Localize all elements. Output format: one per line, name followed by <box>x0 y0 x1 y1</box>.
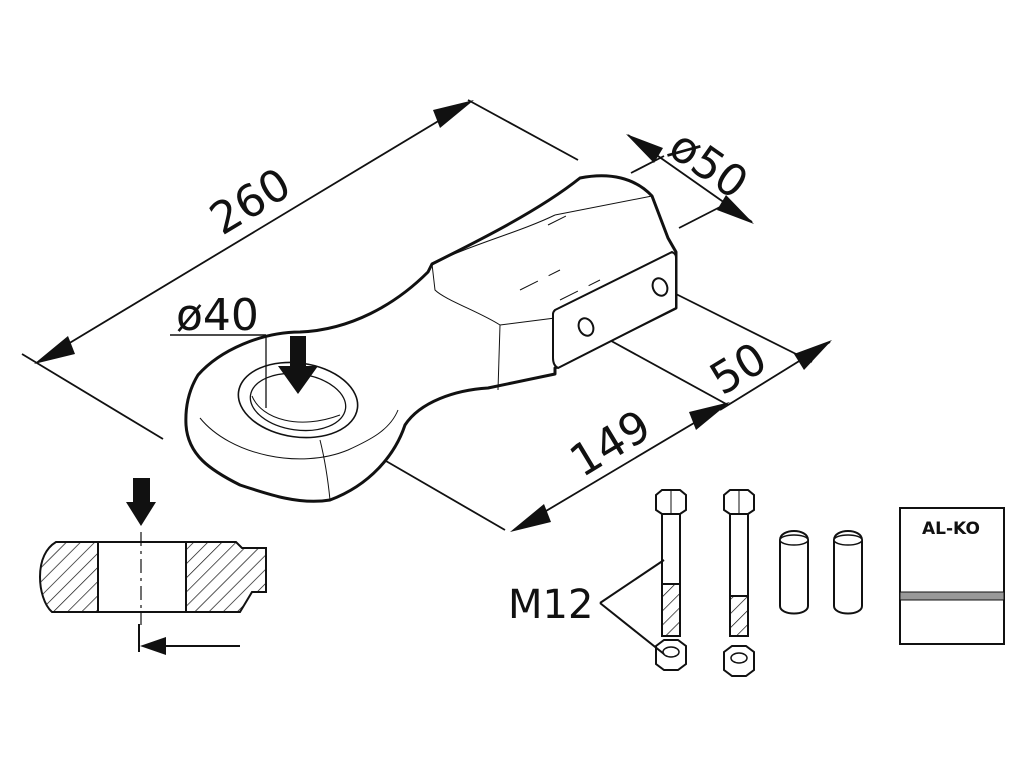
bolt-plate <box>552 250 677 370</box>
section-left-hatch <box>38 541 99 613</box>
bolt-2-icon <box>723 489 755 637</box>
tube-dash <box>519 213 601 301</box>
dimension-line <box>37 101 471 363</box>
dim-arrowhead <box>433 100 474 128</box>
extension-line <box>603 336 729 406</box>
hardware-kit: M12 AL-KO <box>508 489 1005 677</box>
dim-arrowhead <box>717 195 754 224</box>
tube-ridge <box>497 324 501 391</box>
cross-section-view <box>38 478 267 655</box>
extension-line <box>630 155 665 174</box>
extension-line <box>21 353 164 440</box>
sleeve-1-icon <box>779 530 809 615</box>
section-down-arrow-icon <box>126 478 156 526</box>
brand-logo: AL-KO <box>922 519 980 539</box>
dim-arrowhead <box>794 340 832 370</box>
dimension-50-label: 50 <box>701 333 775 406</box>
eye-lower-contour <box>199 409 399 460</box>
dim-arrowhead <box>510 504 551 532</box>
card-stripe <box>899 591 1005 601</box>
tow-eye-body: ø40 <box>170 174 678 503</box>
dimension-diameter-50-label: ø50 <box>660 120 757 209</box>
dim-arrowhead <box>34 336 75 364</box>
bolt-size-label: M12 <box>508 582 593 628</box>
tube-face-edge <box>554 195 653 216</box>
nut-leader <box>599 602 665 655</box>
section-pointer-arrow-icon <box>140 637 166 655</box>
bolt-hole <box>651 277 669 297</box>
bolt-hole <box>577 317 595 337</box>
extension-line <box>467 99 579 161</box>
eye-side-contour <box>319 439 331 501</box>
dim-arrowhead <box>626 134 663 163</box>
dim-arrowhead <box>689 402 730 430</box>
dimension-260-label: 260 <box>201 158 299 245</box>
section-right-hatch <box>185 541 267 613</box>
instruction-card: AL-KO <box>899 507 1005 645</box>
bolt-1-icon <box>655 489 687 637</box>
nut-1-icon <box>655 639 687 671</box>
sleeve-2-icon <box>833 530 863 615</box>
section-bore <box>97 541 187 613</box>
tube-top-edge <box>431 214 556 265</box>
tube-front-edge <box>431 263 501 326</box>
nut-2-icon <box>723 645 755 677</box>
extension-line <box>671 291 813 363</box>
eye-bore-shade <box>251 395 341 423</box>
bolt-leader <box>599 559 665 604</box>
dimension-149-label: 149 <box>561 400 659 487</box>
dimension-line <box>513 403 727 531</box>
extension-line <box>678 205 723 229</box>
dimension-diameter-40-label: ø40 <box>176 290 259 341</box>
load-arrow-icon <box>278 336 318 394</box>
